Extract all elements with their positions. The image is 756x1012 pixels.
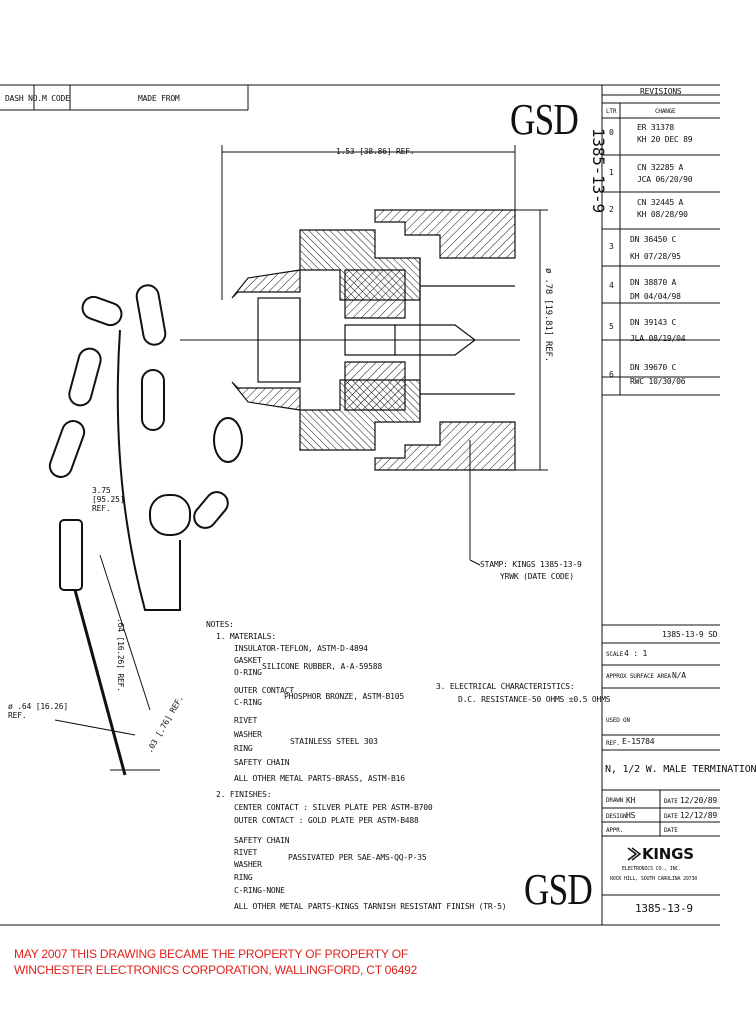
phosphor-spec: PHOSPHOR BRONZE, ASTM-B105 [284,692,405,701]
company-name: KINGS [642,845,694,863]
stainless-spec: STAINLESS STEEL 303 [290,737,378,746]
finish-item: OUTER CONTACT : GOLD PLATE PER ASTM-B488 [234,816,419,825]
surface-label: APPROX SURFACE AREA [606,673,671,680]
material-item: ALL OTHER METAL PARTS-BRASS, ASTM-B16 [234,774,405,783]
finish-item: C-RING-NONE [234,886,285,895]
ref-label: REF. [606,740,620,747]
dimension-lines [54,145,548,771]
finish-item: RIVET [234,848,258,857]
stamp-line2: YRWK (DATE CODE) [500,572,574,581]
drawn-value: KH [626,796,636,805]
rev-ltr: 1 [609,168,614,177]
rev-line2: KH 20 DEC 89 [637,135,693,144]
silicone-spec: SILICONE RUBBER, A-A-59588 [262,662,383,671]
revision-table-lines [601,85,720,925]
material-item: SAFETY CHAIN [234,758,290,767]
appr-date-label: DATE [664,827,678,834]
surface-value: N/A [672,671,686,680]
ownership-notice-line2: WINCHESTER ELECTRONICS CORPORATION, WALL… [14,963,418,977]
rev-ltr: 2 [609,205,614,214]
scale-value: 4 : 1 [624,649,648,658]
material-item: WASHER [234,730,262,739]
rev-ltr: 3 [609,242,614,251]
electrical-spec: D.C. RESISTANCE-50 OHMS ±0.5 OHMS [458,695,611,704]
ref-value: E-15784 [622,737,655,746]
appr-label: APPR. [606,827,624,834]
scale-label: SCALE [606,651,624,658]
rev-line2: KH 07/28/95 [630,252,681,261]
design-date-label: DATE [664,813,678,820]
dim-diameter: ø .78 [19.81] REF. [543,268,553,362]
dash-no-label: DASH NO. [5,94,42,103]
electrical-title: 3. ELECTRICAL CHARACTERISTICS: [436,682,575,691]
rev-line2: JCA 06/20/90 [637,175,693,184]
safety-chain [48,284,243,776]
made-from-label: MADE FROM [138,94,180,103]
company-address: ROCK HILL, SOUTH CAROLINA 29730 [610,876,698,882]
material-item: C-RING [234,698,262,707]
rev-col-change: CHANGE [655,108,676,115]
dim-ring-height: .64 [16.26] REF. [116,618,125,692]
logo-bottom: GSD [524,865,593,914]
finish-item: CENTER CONTACT : SILVER PLATE PER ASTM-B… [234,803,433,812]
used-on-label: USED ON [606,717,630,724]
dim-chain-length: 3.75 [95.25] REF. [92,486,125,513]
finishes-title: 2. FINISHES: [216,790,272,799]
rev-line2: JLA 08/19/04 [630,334,686,343]
rev-line1: CN 32445 A [637,198,684,207]
stamp-line1: STAMP: KINGS 1385-13-9 [480,560,582,569]
material-item: OUTER CONTACT [234,686,295,695]
notes-title: NOTES: [206,620,234,629]
ownership-notice-line1: MAY 2007 THIS DRAWING BECAME THE PROPERT… [14,947,409,961]
rev-line2: RWC 10/30/06 [630,377,686,386]
m-code-label: M CODE [42,94,70,103]
rev-line1: CN 32285 A [637,163,684,172]
rev-col-ltr: LTR [606,108,617,115]
company-sub: ELECTRONICS CO., INC. [622,866,682,872]
rev-ltr: 5 [609,322,614,331]
rev-line1: DN 39143 C [630,318,677,327]
finish-item: RING [234,873,253,882]
rev-line1: DN 38870 A [630,278,677,287]
rev-ltr: 6 [609,370,614,379]
passivated-spec: PASSIVATED PER SAE-AMS-QQ-P-35 [288,853,427,862]
dim-length: 1.53 [38.86] REF. [336,147,415,156]
finish-item: ALL OTHER METAL PARTS-KINGS TARNISH RESI… [234,902,507,911]
doc-number: 1385-13-9 SD [662,630,718,639]
drawing-frame [0,84,720,926]
logo-top: GSD [510,95,579,144]
rev-ltr: 4 [609,281,614,290]
rev-line2: KH 08/28/90 [637,210,688,219]
drawn-label: DRAWN [606,797,624,804]
material-item: RING [234,744,253,753]
drawn-date-label: DATE [664,798,678,805]
material-item: GASKET [234,656,262,665]
material-item: INSULATOR-TEFLON, ASTM-D-4894 [234,644,368,653]
rev-line1: DN 36450 C [630,235,677,244]
rev-line1: DN 39670 C [630,363,677,372]
finish-item: SAFETY CHAIN [234,836,290,845]
rev-ltr: 0 [609,128,614,137]
dim-ring-dia: ø .64 [16.26] REF. [8,702,69,720]
materials-title: 1. MATERIALS: [216,632,277,641]
drawing-canvas [0,84,720,926]
drawn-date: 12/20/89 [680,796,717,805]
design-date: 12/12/89 [680,811,717,820]
design-value: HS [626,811,636,820]
rev-line1: ER 31378 [637,123,674,132]
revisions-title: REVISIONS [640,87,682,96]
material-item: RIVET [234,716,258,725]
drawing-title: N, 1/2 W. MALE TERMINATION [605,764,756,775]
finish-item: WASHER [234,860,262,869]
design-label: DESIGN [606,813,627,820]
kings-logo-mark [627,847,642,861]
material-item: O-RING [234,668,262,677]
title-block-lines [602,624,720,896]
part-number: 1385-13-9 [635,902,693,915]
rev-line2: DM 04/04/98 [630,292,681,301]
part-number-vertical: 1385-13-9 [589,128,608,213]
